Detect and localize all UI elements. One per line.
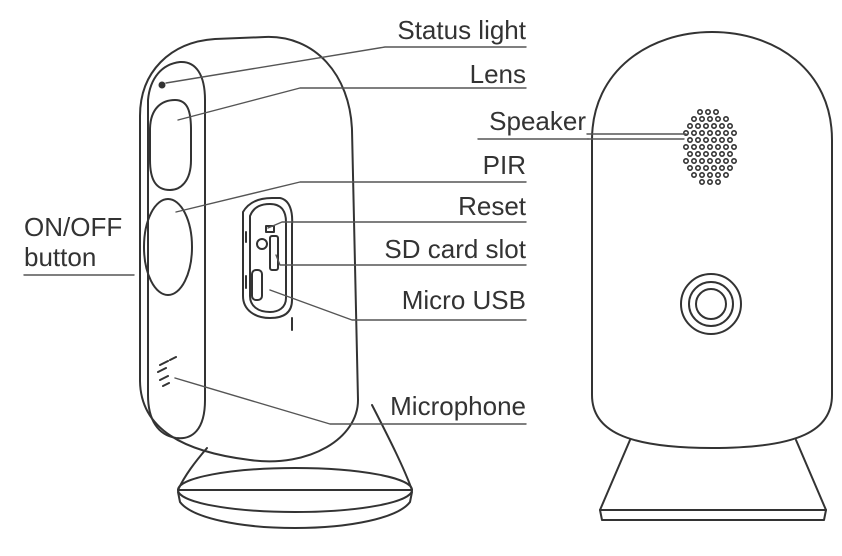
camera-back-view <box>591 31 833 521</box>
side-lens <box>149 99 192 191</box>
back-stand-base <box>599 509 827 521</box>
label-on-off-line1: ON/OFF <box>24 212 123 242</box>
side-status-dot <box>158 81 166 89</box>
leader-lens <box>177 87 527 121</box>
label-on-off-button: ON/OFF button <box>24 212 122 272</box>
leader-pir <box>175 181 527 213</box>
back-body-shell <box>591 31 833 449</box>
side-port-panel <box>242 197 294 319</box>
side-port-panel-inner <box>249 203 287 313</box>
side-pir <box>143 198 193 296</box>
leader-status-light <box>165 46 527 84</box>
label-status-light: Status light <box>397 15 526 45</box>
side-mic-slots <box>157 356 177 387</box>
label-speaker: Speaker <box>489 106 586 136</box>
label-pir: PIR <box>482 150 526 180</box>
side-front-panel <box>147 60 206 440</box>
label-lens: Lens <box>469 59 526 89</box>
leader-mic <box>174 377 527 425</box>
back-mount-outer <box>680 273 742 335</box>
label-sd-card-slot: SD card slot <box>384 234 526 264</box>
leader-reset <box>267 221 527 229</box>
side-stand-base-bottom <box>177 491 413 529</box>
label-microphone: Microphone <box>390 391 526 421</box>
side-reset-hole <box>256 238 268 250</box>
side-stand-base-top <box>177 467 413 513</box>
side-sd-slot <box>269 235 279 271</box>
leader-usb <box>269 289 527 321</box>
label-micro-usb: Micro USB <box>401 285 526 315</box>
back-stand <box>599 439 827 511</box>
side-reset-marker <box>265 225 275 233</box>
leader-lines <box>23 46 687 425</box>
side-body-shell <box>139 35 359 463</box>
label-reset: Reset <box>458 191 526 221</box>
back-speaker-grille <box>682 109 737 186</box>
back-mount-inner <box>695 288 727 320</box>
side-usb-port <box>251 269 263 301</box>
label-on-off-line2: button <box>24 242 97 272</box>
camera-side-view <box>139 35 413 529</box>
leader-sd <box>275 254 527 266</box>
back-mount-mid <box>688 281 734 327</box>
side-stand-body <box>177 404 413 491</box>
